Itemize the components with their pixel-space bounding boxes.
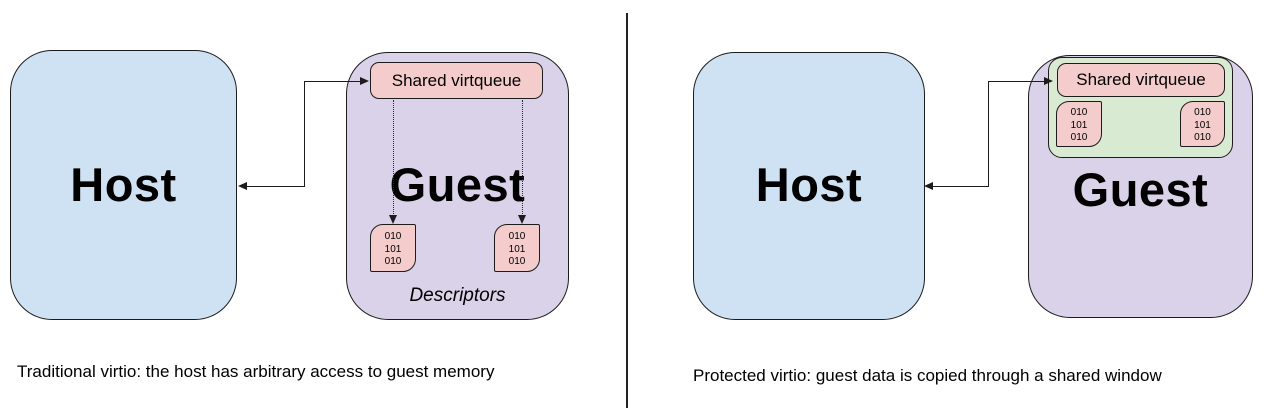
left-dotted-line-1 — [393, 100, 394, 216]
left-dotted-arrowhead-2-icon — [518, 215, 526, 224]
bit-line: 010 — [1194, 132, 1211, 143]
right-connector-vertical-line — [988, 81, 989, 186]
right-host-label: Host — [755, 158, 863, 211]
right-shared-virtqueue-label: Shared virtqueue — [1076, 70, 1206, 89]
left-descriptors-label: Descriptors — [409, 285, 506, 306]
right-guest-label: Guest — [1072, 163, 1209, 216]
right-descriptor-box-2: 010 101 010 — [1180, 101, 1225, 147]
left-connector-top-line — [304, 81, 361, 82]
right-connector-bottom-line — [932, 186, 989, 187]
bit-line: 010 — [508, 256, 526, 267]
bit-line: 101 — [384, 243, 402, 255]
left-connector-vertical-line — [304, 81, 305, 186]
bit-line: 010 — [508, 231, 526, 242]
left-arrowhead-to-host-icon — [238, 182, 247, 190]
left-shared-virtqueue-box: Shared virtqueue — [370, 62, 543, 99]
right-caption: Protected virtio: guest data is copied t… — [693, 366, 1162, 385]
bit-line: 101 — [508, 243, 526, 255]
bit-line: 101 — [1070, 119, 1088, 131]
left-connector-bottom-line — [246, 186, 305, 187]
bit-line: 010 — [1194, 107, 1211, 118]
left-shared-virtqueue-label: Shared virtqueue — [391, 71, 522, 90]
left-host-box — [10, 50, 237, 320]
right-connector-top-line — [988, 81, 1045, 82]
left-dotted-line-2 — [522, 100, 523, 216]
right-descriptor-box-1: 010 101 010 — [1056, 101, 1102, 147]
panel-divider — [626, 13, 628, 408]
left-host-label: Host — [70, 158, 177, 211]
left-descriptor-box-2: 010 101 010 — [494, 224, 540, 272]
left-arrowhead-to-virtqueue-icon — [360, 77, 369, 85]
right-host-box — [693, 52, 925, 320]
bit-line: 010 — [384, 256, 402, 267]
left-descriptor-box-1: 010 101 010 — [370, 224, 416, 272]
left-dotted-arrowhead-1-icon — [389, 215, 397, 224]
bit-line: 010 — [1070, 132, 1088, 143]
right-arrowhead-to-host-icon — [924, 182, 933, 190]
left-guest-label: Guest — [389, 158, 526, 211]
bit-line: 010 — [1070, 107, 1088, 118]
bit-line: 010 — [384, 231, 402, 242]
left-caption: Traditional virtio: the host has arbitra… — [17, 362, 495, 381]
right-arrowhead-to-virtqueue-icon — [1044, 77, 1053, 85]
bit-line: 101 — [1194, 119, 1211, 131]
right-shared-virtqueue-box: Shared virtqueue — [1057, 63, 1225, 97]
